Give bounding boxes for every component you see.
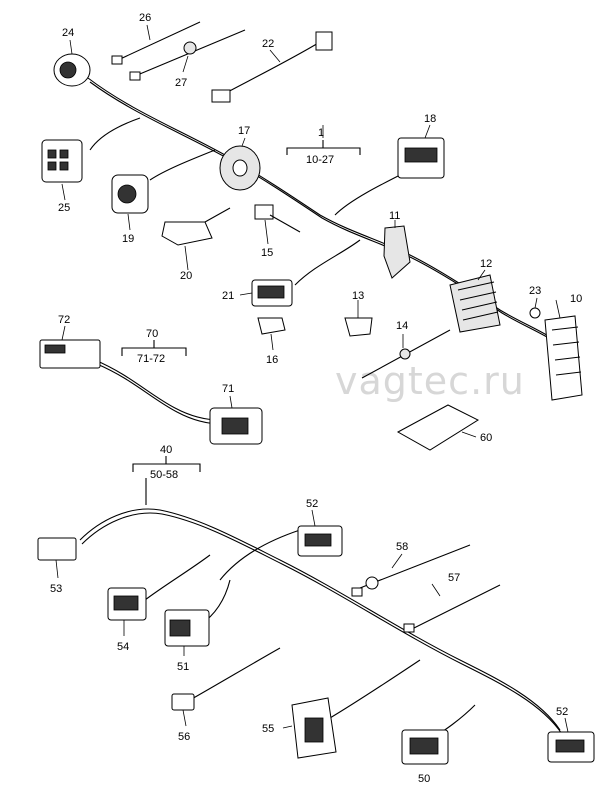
callout-52-top: 52 [306,498,318,510]
callout-54: 54 [117,641,129,653]
part-21-connector[interactable] [251,279,293,307]
part-60-bracket[interactable] [396,404,480,451]
callout-40: 40 [160,444,172,456]
part-26-cable-tie[interactable] [111,21,201,65]
callout-17: 17 [238,125,250,137]
callout-53: 53 [50,583,62,595]
part-13-clip[interactable] [344,317,373,337]
callout-70: 70 [146,328,158,340]
part-54-connector[interactable] [107,587,147,621]
part-22-cable-plug[interactable] [211,31,333,103]
callout-18: 18 [424,113,436,125]
callout-40-range: 50-58 [150,469,178,481]
part-11-grommet[interactable] [383,225,411,279]
part-71-connector[interactable] [209,407,263,445]
part-27-cable-tie-clip[interactable] [129,29,246,81]
watermark: vagtec.ru [335,359,525,403]
group-bracket-40 [132,456,201,505]
callout-1-range: 10-27 [306,154,334,166]
callout-12: 12 [480,258,492,270]
callout-10: 10 [570,293,582,305]
callout-60: 60 [480,432,492,444]
part-57-cable-tie[interactable] [403,584,501,633]
part-51-connector[interactable] [164,609,210,647]
harness-40 [79,508,563,741]
callout-58: 58 [396,541,408,553]
callout-15: 15 [261,247,273,259]
part-24-round-connector[interactable] [53,53,91,87]
part-16-clip[interactable] [257,317,286,335]
callout-57: 57 [448,572,460,584]
callout-22: 22 [262,38,274,50]
callout-52-bottom: 52 [556,706,568,718]
part-50-connector[interactable] [401,729,449,765]
part-53-connector[interactable] [37,537,77,561]
harness-70 [94,359,223,425]
callout-20: 20 [180,270,192,282]
callout-19: 19 [122,233,134,245]
callout-16: 16 [266,354,278,366]
part-20-bracket[interactable] [161,207,231,246]
group-bracket-70 [121,340,187,356]
main-harness [87,77,558,344]
part-18-connector[interactable] [397,137,445,179]
part-15-clip[interactable] [254,204,301,233]
callout-labels: 1 10-27 10 11 12 13 14 15 16 17 18 19 20… [50,12,582,785]
callout-26: 26 [139,12,151,24]
leader-lines [55,24,569,765]
callout-27: 27 [175,77,187,89]
callout-24: 24 [62,27,74,39]
callout-50: 50 [418,773,430,785]
part-19-connector[interactable] [111,174,149,214]
callout-1: 1 [318,127,324,139]
part-72-connector[interactable] [39,339,101,369]
callout-14: 14 [396,320,408,332]
callout-71: 71 [222,383,234,395]
callout-56: 56 [178,731,190,743]
callout-11: 11 [389,210,400,222]
part-25-connector[interactable] [41,139,83,183]
part-56-connector[interactable] [171,693,195,711]
group-bracket-1 [286,140,361,155]
part-23-screw[interactable] [529,307,541,319]
callout-51: 51 [177,661,189,673]
part-12-boot[interactable] [449,274,501,333]
callout-13: 13 [352,290,364,302]
part-55-connector[interactable] [291,697,337,759]
part-58-cable-tie[interactable] [351,544,471,597]
part-17-grommet[interactable] [219,145,261,191]
callout-72: 72 [58,314,70,326]
part-52-connector-bottom[interactable] [547,731,595,763]
callout-23: 23 [529,285,541,297]
callout-21: 21 [222,290,234,302]
part-52-connector-top[interactable] [297,525,343,557]
callout-55: 55 [262,723,274,735]
callout-70-range: 71-72 [137,353,165,365]
callout-25: 25 [58,202,70,214]
part-14-cable-tie[interactable] [361,329,451,379]
part-10-large-connector[interactable] [544,315,583,401]
